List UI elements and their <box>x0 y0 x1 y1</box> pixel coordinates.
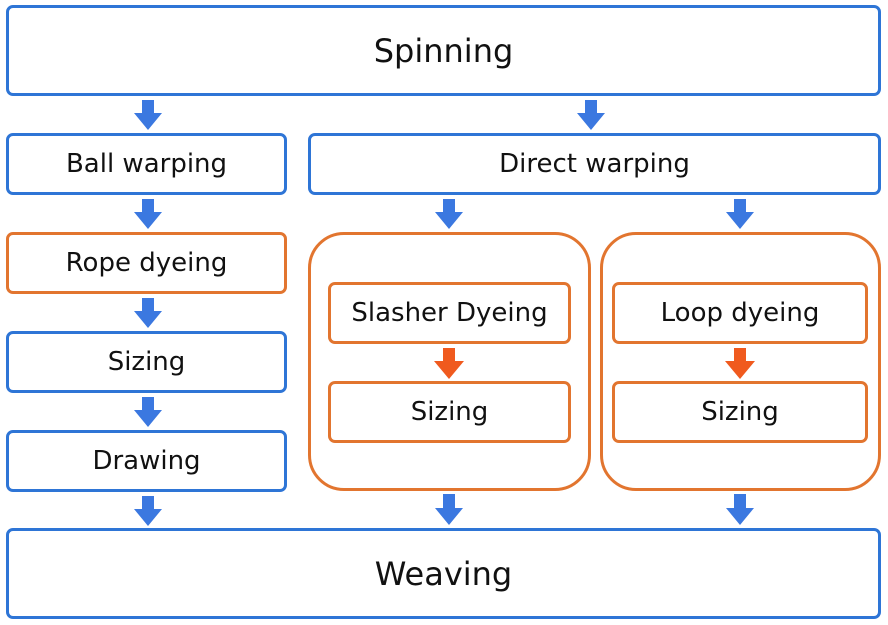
left-sizing-box: Sizing <box>6 331 287 393</box>
ball-warping-label: Ball warping <box>65 149 228 179</box>
arrow-down-icon <box>134 199 162 229</box>
slasher-group <box>308 232 591 491</box>
ball-warping-box: Ball warping <box>6 133 287 195</box>
loop-group <box>600 232 881 491</box>
rope-dyeing-box: Rope dyeing <box>6 232 287 294</box>
arrow-down-icon <box>577 100 605 130</box>
rope-dyeing-label: Rope dyeing <box>65 248 228 278</box>
drawing-box: Drawing <box>6 430 287 492</box>
arrow-down-icon <box>726 199 754 229</box>
weaving-box: Weaving <box>6 528 881 619</box>
arrow-down-icon <box>134 496 162 526</box>
loop-dyeing-label: Loop dyeing <box>660 298 820 328</box>
arrow-down-icon <box>435 494 463 525</box>
loop-sizing-label: Sizing <box>701 397 779 427</box>
loop-dyeing-box: Loop dyeing <box>612 282 868 344</box>
spinning-label: Spinning <box>373 31 514 70</box>
loop-sizing-box: Sizing <box>612 381 868 443</box>
arrow-down-icon <box>134 298 162 328</box>
arrow-down-icon <box>435 199 463 229</box>
weaving-label: Weaving <box>374 554 513 593</box>
drawing-label: Drawing <box>92 446 201 476</box>
arrow-down-icon <box>726 494 754 525</box>
slasher-sizing-label: Sizing <box>410 397 489 427</box>
slasher-sizing-box: Sizing <box>328 381 571 443</box>
arrow-down-icon <box>134 100 162 130</box>
spinning-box: Spinning <box>6 5 881 96</box>
direct-warping-label: Direct warping <box>499 149 690 179</box>
arrow-down-icon <box>434 348 464 379</box>
direct-warping-box: Direct warping <box>308 133 881 195</box>
arrow-down-icon <box>134 397 162 427</box>
slasher-dyeing-box: Slasher Dyeing <box>328 282 571 344</box>
left-sizing-label: Sizing <box>107 347 186 377</box>
slasher-dyeing-label: Slasher Dyeing <box>351 298 548 328</box>
arrow-down-icon <box>725 348 755 379</box>
